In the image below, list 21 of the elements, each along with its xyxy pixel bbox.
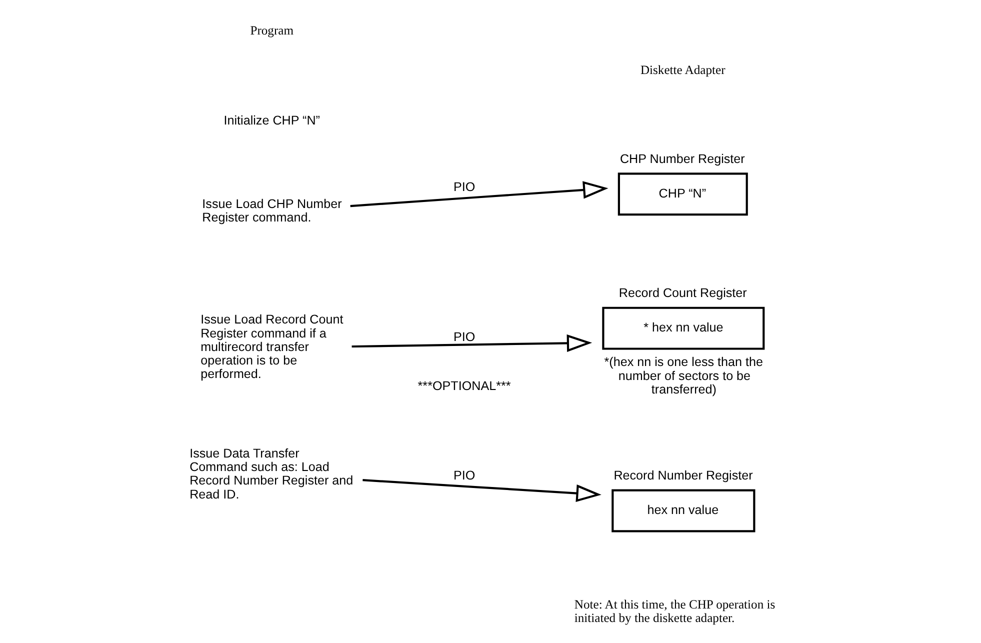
label: Note: At this time, the CHP operation is initiated by the diskette adapter. [574, 597, 776, 625]
node-text: Issue Data Transfer Command such as: Load Record Number Register and Read ID. [190, 446, 354, 502]
node-text: Issue Load CHP Number Register command. [202, 196, 342, 224]
label: ***OPTIONAL*** [418, 378, 511, 393]
label: Program [250, 23, 294, 38]
label: Diskette Adapter [640, 63, 726, 78]
node-label: *(hex nn is one less than the number of sectors to be transferred) [604, 355, 763, 396]
arrow [362, 479, 602, 502]
arrow [352, 334, 592, 352]
node-box: CHP “N” [618, 172, 748, 216]
node-label: Record Count Register [618, 286, 747, 300]
label: Initialize CHP “N” [224, 113, 320, 128]
edge-label: PIO [453, 180, 476, 194]
node-box: hex nn value [612, 489, 756, 532]
node-label: Record Number Register [614, 468, 753, 482]
arrow [350, 181, 608, 208]
node-label: CHP Number Register [620, 152, 745, 166]
node-box: * hex nn value [602, 306, 765, 350]
edge-label: PIO [453, 468, 476, 482]
node-text: Issue Load Record Count Register command if a multirecord transfer operation is to be performed. [200, 312, 344, 382]
edge-label: PIO [453, 330, 476, 344]
